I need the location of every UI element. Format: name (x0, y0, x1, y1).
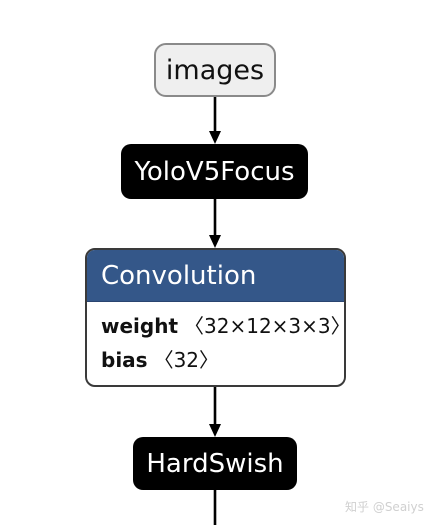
watermark: 知乎 @Seaiys (345, 500, 424, 514)
attribute-row-bias: bias〈32〉 (101, 350, 344, 384)
input-node-label: images (165, 54, 265, 86)
node-yolov5focus-label: YoloV5Focus (134, 156, 295, 187)
edge-convolution-to-hardswish (209, 387, 221, 437)
input-node-images[interactable]: images (154, 43, 276, 97)
node-convolution[interactable]: Convolution weight〈32×12×3×3〉 bias〈32〉 (85, 248, 346, 387)
attribute-name: bias (101, 348, 148, 372)
edge-focus-to-convolution (209, 199, 221, 248)
node-convolution-attributes: weight〈32×12×3×3〉 bias〈32〉 (87, 302, 344, 384)
node-yolov5focus[interactable]: YoloV5Focus (121, 144, 308, 199)
node-hardswish-label: HardSwish (146, 448, 284, 479)
edge-images-to-focus (209, 97, 221, 144)
node-hardswish[interactable]: HardSwish (133, 437, 297, 490)
attribute-row-weight: weight〈32×12×3×3〉 (101, 316, 344, 350)
attribute-name: weight (101, 314, 179, 338)
attribute-value: 〈32×12×3×3〉 (184, 314, 346, 338)
node-convolution-title: Convolution (101, 260, 257, 291)
attribute-value: 〈32〉 (153, 348, 220, 372)
node-convolution-header: Convolution (87, 250, 344, 302)
